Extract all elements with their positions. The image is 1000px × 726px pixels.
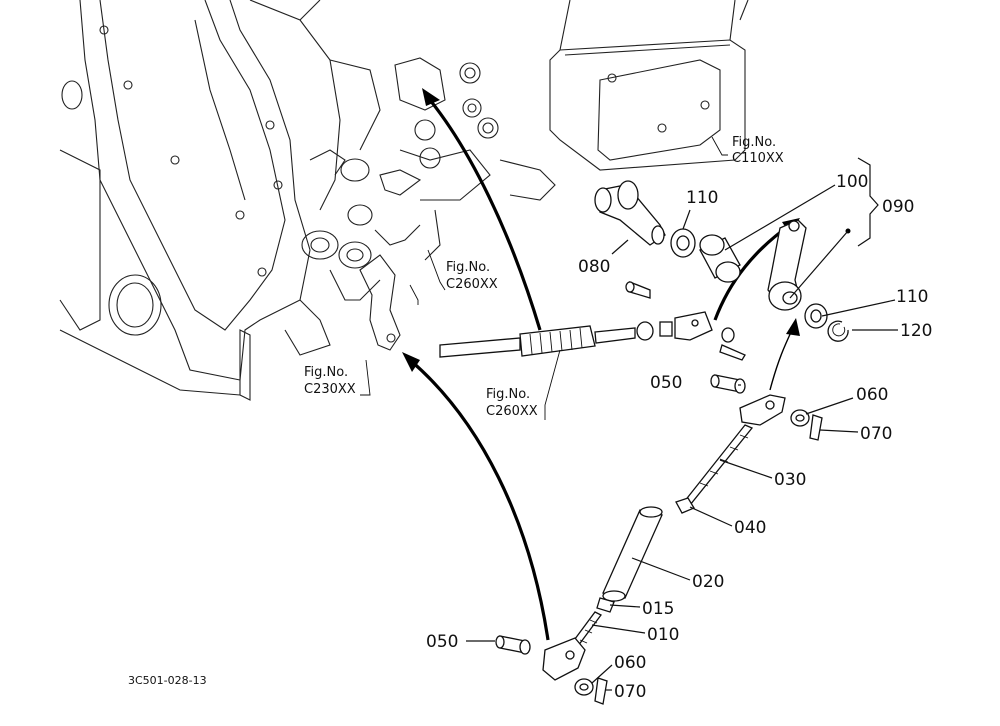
part-060-washer-upper [790,409,810,427]
part-050-pin-lower [495,635,531,655]
part-120-snap-ring [827,320,849,342]
part-090-lever [767,219,851,311]
part-070-cotter-upper [809,414,823,441]
label-070-lower: 070 [614,682,646,702]
figure-code: 3C501-028-13 [128,674,207,687]
label-050-lower: 050 [426,632,458,652]
cable-assembly-drawing [439,281,746,361]
ref-c260-mid-line1: Fig.No. [486,387,530,402]
label-060-lower: 060 [614,653,646,673]
leader-lines [360,136,898,691]
label-110-upper: 110 [686,188,718,208]
transmission-housing-drawing [59,0,556,401]
part-110-washer-lower [804,303,828,329]
label-120: 120 [900,321,932,341]
label-040: 040 [734,518,766,538]
label-010: 010 [647,625,679,645]
label-060-upper: 060 [856,385,888,405]
part-030-clevis-rod [682,394,786,506]
part-100-bushing [699,234,741,283]
ref-c110-line1: Fig.No. [732,135,776,150]
part-050-pin-upper [710,374,746,394]
label-080: 080 [578,257,610,277]
part-070-cotter-lower [594,677,608,705]
label-100: 100 [836,172,868,192]
label-070-upper: 070 [860,424,892,444]
part-010-clevis-rod [542,611,602,681]
ref-c230-line1: Fig.No. [304,365,348,380]
part-number-labels: 080 110 100 090 110 120 050 060 070 030 … [426,172,932,702]
part-040-nut [675,497,695,514]
assembly-arrows [402,88,800,641]
label-015: 015 [642,599,674,619]
label-020: 020 [692,572,724,592]
label-090: 090 [882,197,914,217]
label-030: 030 [774,470,806,490]
part-015-nut [596,597,615,613]
ref-c110-line2: C110XX [732,151,784,166]
ref-c230-line2: C230XX [304,382,356,397]
part-020-turnbuckle [602,506,663,602]
ref-c260-mid-line2: C260XX [486,404,538,419]
ref-c260-top-line2: C260XX [446,277,498,292]
label-110-lower: 110 [896,287,928,307]
part-080-pin [594,180,666,246]
part-060-washer-lower [574,678,594,696]
rear-housing-drawing [549,0,749,171]
figure-references: Fig.No. C110XX Fig.No. C260XX Fig.No. C2… [128,135,784,687]
ref-c260-top-line1: Fig.No. [446,260,490,275]
part-110-washer-upper [670,228,696,258]
label-050-upper: 050 [650,373,682,393]
